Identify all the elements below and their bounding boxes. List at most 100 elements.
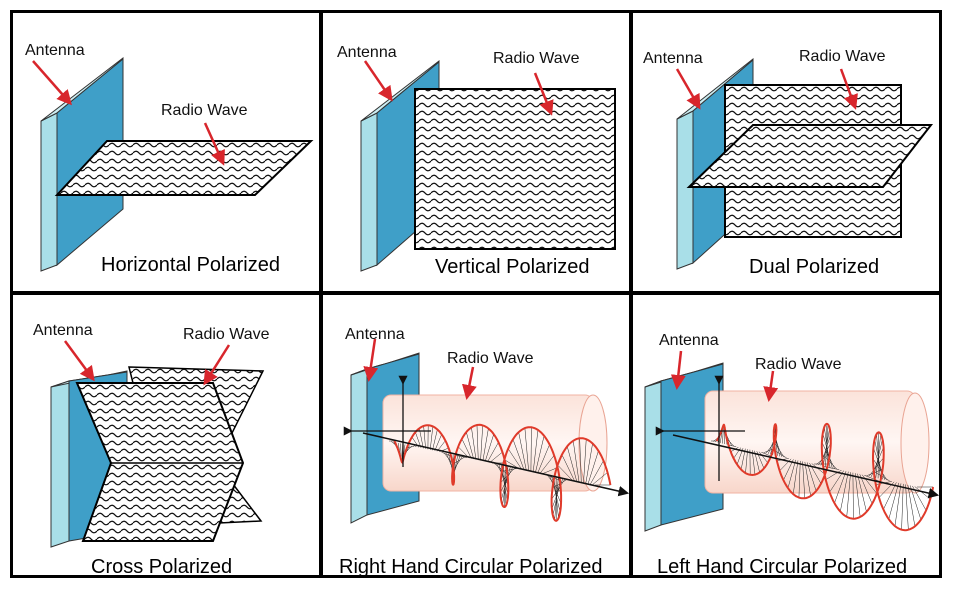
helix-spoke [587, 450, 599, 484]
panel-caption: Right Hand Circular Polarized [339, 556, 603, 578]
helix-spoke [773, 441, 785, 458]
helix-spoke [888, 482, 899, 520]
helix-spoke [542, 467, 558, 474]
helix-spoke [501, 468, 518, 472]
helix-spoke [532, 429, 539, 472]
helix-spoke [453, 456, 465, 465]
helix-spoke [539, 455, 555, 474]
right-hand-circular-illustration [343, 338, 629, 524]
helix-spoke [537, 444, 550, 473]
antenna-label: Antenna [659, 332, 719, 349]
helix-spoke [500, 466, 511, 501]
helix-spoke [852, 472, 854, 519]
helix-spoke [487, 442, 499, 463]
antenna-label: Antenna [25, 42, 85, 59]
helix-spoke [909, 485, 922, 520]
helix-spoke [774, 450, 787, 459]
helix-spoke [466, 432, 474, 460]
helix-spoke [572, 440, 580, 482]
panel-caption: Vertical Polarized [435, 256, 590, 278]
radio-wave-label: Radio Wave [493, 50, 580, 67]
panel-caption: Left Hand Circular Polarized [657, 556, 908, 578]
helix-spoke [854, 473, 861, 517]
helix-spoke [461, 438, 472, 459]
helix-spoke [406, 446, 415, 449]
helix-spoke [592, 472, 608, 485]
helix-spoke [894, 483, 902, 527]
left-hand-circular-illustration [644, 350, 939, 532]
helix-spoke [876, 434, 881, 479]
helix-spoke [834, 471, 847, 504]
helix-spoke [471, 427, 477, 460]
helix-spoke [792, 460, 799, 495]
helix-spoke [507, 448, 522, 470]
panel-right-hand-circular-polarized: Antenna Radio Wave Right Hand Circular P… [320, 292, 632, 578]
helix-spoke [419, 428, 424, 449]
helix-spoke [561, 454, 575, 481]
radio-wave-label: Radio Wave [755, 356, 842, 373]
helix-spoke [907, 484, 916, 527]
helix-spoke [476, 425, 479, 461]
antenna-label: Antenna [33, 322, 93, 339]
vertical-illustration [360, 59, 616, 272]
radio-wave-label: Radio Wave [183, 326, 270, 343]
helix-curve [393, 423, 612, 522]
helix-spoke [482, 428, 489, 462]
helix-spoke [802, 461, 806, 499]
helix-spoke [535, 435, 545, 473]
helix-spoke [751, 450, 756, 475]
helix-spoke [489, 451, 503, 463]
helix-wave [711, 422, 935, 532]
panel-left-hand-circular-polarized: Antenna Radio Wave Left Hand Circular Po… [630, 292, 942, 578]
helix-spoke [728, 444, 737, 447]
helix-spoke [566, 446, 577, 482]
helix-spoke [905, 484, 909, 530]
helix-spoke [873, 447, 886, 480]
helix-spoke [798, 460, 801, 498]
horizontal-illustration [32, 56, 314, 272]
helix-spoke [585, 443, 593, 484]
helix-spoke [783, 459, 794, 481]
cross-illustration [50, 340, 265, 548]
helix-spoke [500, 467, 513, 493]
panel-vertical-polarized: Antenna Radio Wave Vertical Polarized [320, 10, 632, 294]
helix-spoke [761, 452, 772, 457]
helix-spoke [494, 463, 508, 475]
helix-spoke [811, 463, 826, 475]
helix-spoke [557, 464, 573, 481]
helix-spoke [423, 425, 426, 449]
antenna-label: Antenna [345, 326, 405, 343]
helix-spoke [524, 428, 529, 471]
helix-spoke [840, 471, 849, 512]
helix-spoke [787, 459, 796, 489]
helix-spoke [518, 432, 527, 471]
panel-caption: Horizontal Polarized [101, 254, 280, 276]
helix-spoke [758, 451, 768, 463]
helix-spoke [434, 434, 442, 451]
helix-spoke [825, 469, 842, 480]
panel-caption: Dual Polarized [749, 256, 880, 278]
helix-spoke [901, 483, 904, 530]
antenna-label: Antenna [337, 44, 397, 61]
helix-spoke [429, 426, 434, 450]
helix-spoke [512, 439, 525, 470]
helix-spoke [914, 486, 931, 500]
helix-spoke [868, 457, 884, 477]
helix-spoke [883, 482, 897, 510]
helix-spoke [857, 473, 867, 512]
helix-spoke [872, 458, 888, 481]
helix-spoke [804, 461, 811, 497]
helix-spoke [823, 466, 840, 470]
polarization-diagram-grid: Antenna Radio Wave Horizontal Polarized … [10, 10, 942, 578]
helix-wave [389, 423, 612, 522]
helix-spoke [859, 474, 873, 504]
helix-spoke [846, 472, 851, 517]
antenna-label: Antenna [643, 50, 703, 67]
helix-spoke [480, 425, 483, 461]
panel-horizontal-polarized: Antenna Radio Wave Horizontal Polarized [10, 10, 322, 294]
helix-spoke [455, 455, 467, 458]
helix-spoke [484, 434, 494, 462]
panel-cross-polarized: Antenna Radio Wave Cross Polarized [10, 292, 322, 578]
radio-wave-label: Radio Wave [799, 48, 886, 65]
helix-spoke [745, 449, 748, 474]
